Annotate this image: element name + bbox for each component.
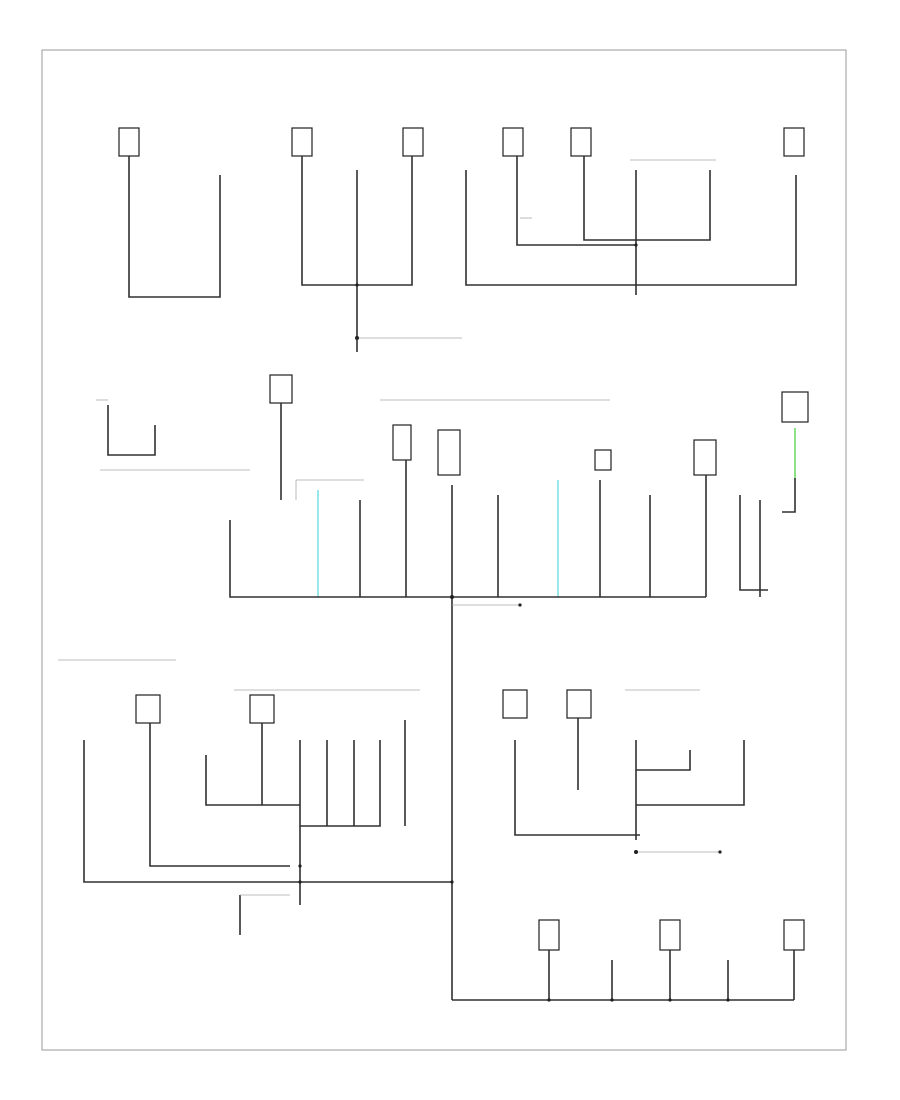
component-box: [118, 127, 140, 157]
component-box: [566, 689, 592, 719]
component-box: [502, 689, 528, 719]
middle-section: [96, 374, 809, 1000]
component-box: [402, 127, 424, 157]
lower-right-section: [452, 689, 805, 1002]
component-box: [594, 449, 612, 471]
component-box: [291, 127, 313, 157]
component-box: [693, 439, 717, 476]
component-box: [659, 919, 681, 951]
lower-left-section: [58, 659, 454, 935]
component-box: [437, 429, 461, 476]
component-box: [781, 391, 809, 423]
component-box: [269, 374, 293, 404]
component-box: [783, 919, 805, 951]
top-section: [118, 127, 805, 352]
component-box: [502, 127, 524, 157]
component-box: [135, 694, 161, 724]
diagram-border: [41, 49, 847, 1051]
component-box: [249, 694, 275, 724]
component-box: [392, 424, 412, 461]
component-box: [783, 127, 805, 157]
component-box: [538, 919, 560, 951]
component-box: [570, 127, 592, 157]
